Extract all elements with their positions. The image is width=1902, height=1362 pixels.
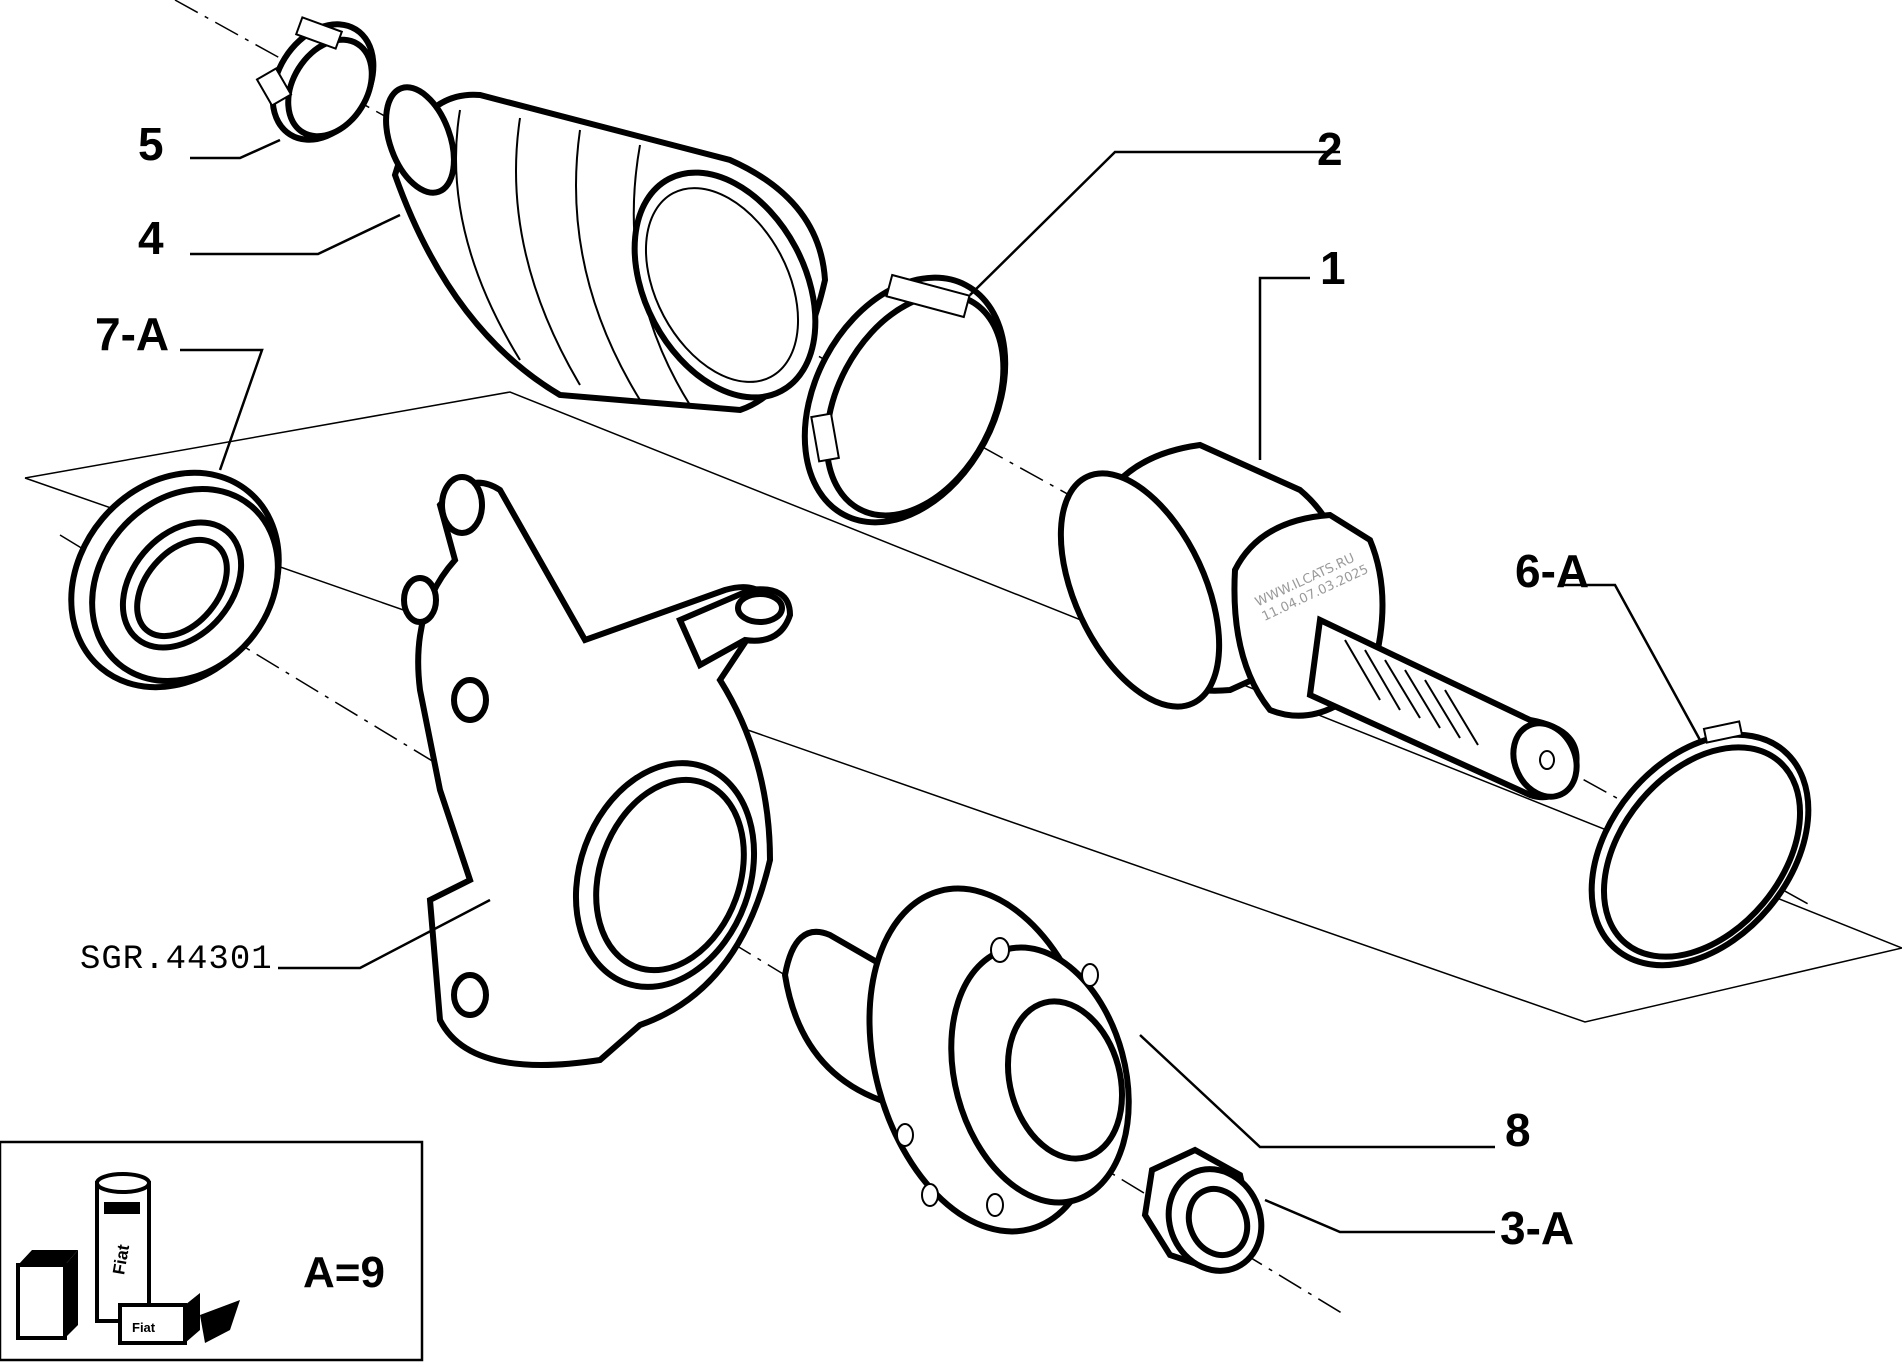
leader-lines bbox=[180, 138, 1702, 1234]
lubricant-icon: Fiat Fiat bbox=[16, 1172, 240, 1345]
clamp-small bbox=[255, 16, 377, 143]
snap-ring bbox=[1588, 720, 1812, 969]
wheel-hub bbox=[781, 885, 1132, 1235]
box-text: Fiat bbox=[132, 1320, 156, 1335]
label-part-3a: 3-A bbox=[1500, 1202, 1574, 1254]
cv-joint bbox=[1057, 441, 1580, 801]
wheel-bearing bbox=[68, 469, 282, 691]
legend-box: Fiat Fiat A=9 bbox=[0, 1140, 424, 1362]
steering-knuckle bbox=[401, 474, 794, 1068]
label-part-8: 8 bbox=[1505, 1104, 1531, 1156]
legend-formula: A=9 bbox=[303, 1248, 385, 1297]
label-part-4: 4 bbox=[138, 212, 164, 264]
clamp-large bbox=[801, 273, 1009, 526]
label-part-2: 2 bbox=[1317, 123, 1343, 175]
label-part-1: 1 bbox=[1320, 242, 1346, 294]
hub-nut bbox=[1141, 1146, 1265, 1274]
label-part-6a: 6-A bbox=[1515, 545, 1589, 597]
label-part-5: 5 bbox=[138, 118, 164, 170]
drawing-code: SGR.44301 bbox=[80, 941, 273, 979]
label-part-7a: 7-A bbox=[95, 308, 169, 360]
protective-boot bbox=[383, 84, 829, 414]
